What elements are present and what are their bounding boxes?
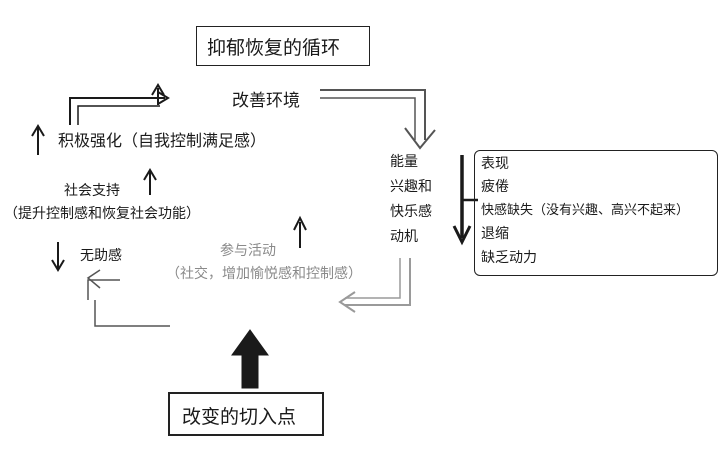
symptom-item: 疲倦 (481, 179, 509, 195)
entry-arrow (231, 329, 269, 389)
energy-line: 能量 (390, 154, 418, 170)
node-improve-environment: 改善环境 (232, 91, 300, 111)
node-participate-detail: （社交，增加愉悦感和控制感） (166, 266, 362, 282)
entry-point-box: 改变的切入点 (168, 392, 324, 436)
energy-line: 兴趣和 (390, 179, 432, 195)
node-positive-reinforcement: 积极强化（自我控制满足感） (58, 131, 267, 150)
node-social-support: 社会支持 (64, 183, 120, 199)
node-improve-functions: （提升控制感和恢复社会功能） (4, 206, 200, 222)
energy-line: 快乐感 (390, 204, 432, 220)
arrowhead-right (157, 91, 170, 105)
diagram-title: 抑郁恢复的循环 (207, 37, 341, 59)
arrow-to-improve-environment (69, 97, 165, 125)
energy-line: 动机 (390, 229, 418, 245)
symptoms-box: 表现 疲倦 快感缺失（没有兴趣、高兴不起来） 退缩 缺乏动力 (474, 150, 718, 276)
symptom-item: 表现 (481, 156, 509, 172)
node-participate: 参与活动 (220, 243, 276, 259)
arrowhead-down (404, 127, 436, 150)
title-box: 抑郁恢复的循环 (196, 26, 370, 66)
entry-point-label: 改变的切入点 (182, 406, 297, 428)
symptom-item: 缺乏动力 (481, 250, 537, 266)
node-energy: 能量 兴趣和 快乐感 动机 (390, 150, 460, 250)
node-helplessness: 无助感 (80, 248, 122, 264)
symptom-item: 快感缺失（没有兴趣、高兴不起来） (481, 203, 690, 218)
symptom-item: 退缩 (481, 226, 509, 242)
arrow-helplessness-loop (94, 300, 170, 327)
arrow-back-to-participate (345, 258, 411, 306)
arrow-to-energy (320, 89, 426, 140)
